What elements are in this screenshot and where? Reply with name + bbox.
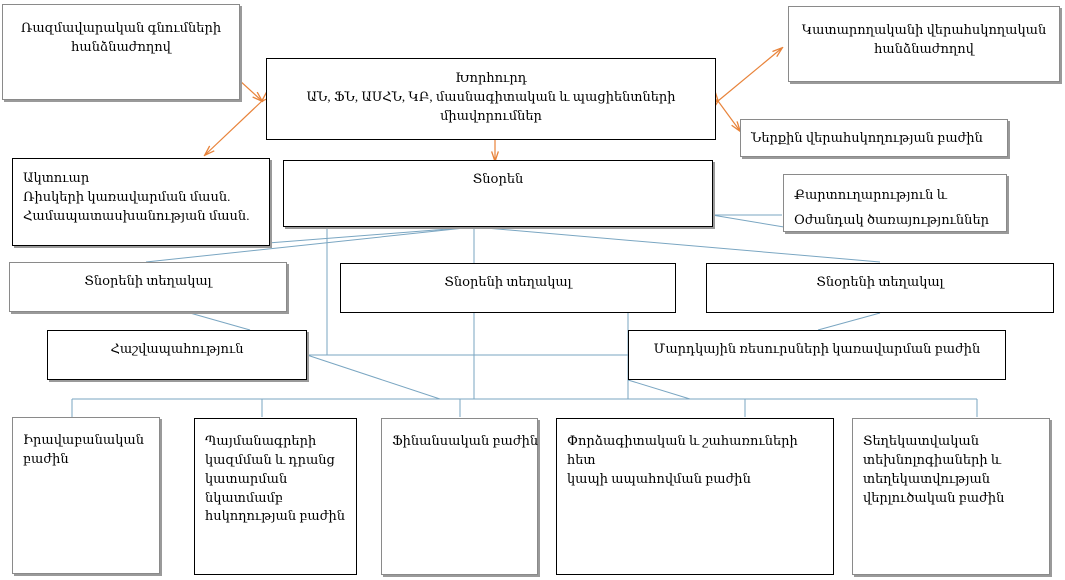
node-director[interactable]: Տնօրեն xyxy=(283,160,713,227)
node-line: Փորձագիտական և շահառուների հետ xyxy=(567,433,798,467)
node-line: Քարտուղարություն և xyxy=(794,187,947,202)
node-line: Ակտուար xyxy=(23,170,90,185)
node-legal-department[interactable]: Իրավաբանական բաժին xyxy=(12,417,160,574)
node-line: Ֆինանսական բաժին xyxy=(392,433,539,448)
node-line: Կատարողականի վերահսկողական xyxy=(801,22,1047,37)
node-line: Պայմանագրերի xyxy=(205,433,317,448)
node-line: Տնօրենի տեղակալ xyxy=(816,274,944,289)
node-line: Համապատասխանության մասն. xyxy=(23,207,250,223)
node-line: Տեղեկատվական xyxy=(863,433,979,448)
node-contracts-department[interactable]: Պայմանագրերի կազմման և դրանց կատարման նկ… xyxy=(194,418,357,575)
node-line: Օժանդակ ծառայություններ xyxy=(794,211,989,227)
node-line: Ներքին վերահսկողության բաժին xyxy=(751,130,983,145)
node-line: բաժին xyxy=(23,450,69,466)
node-council[interactable]: Խորհուրդ ԱՆ, ՖՆ, ԱՍՀՆ, ԿԲ, մասնագիտական … xyxy=(266,58,716,140)
link-director-secretariat xyxy=(711,214,791,229)
link-deputyright-hr xyxy=(817,312,881,331)
node-line: կատարման xyxy=(205,470,288,486)
link-actuary-director xyxy=(267,226,475,244)
node-line: հսկողության բաժին xyxy=(205,508,345,524)
node-line: տեղեկատվության xyxy=(863,470,991,486)
node-line: Ռիսկերի կառավարման մասն. xyxy=(23,188,231,204)
node-line: Տնօրենի տեղակալ xyxy=(84,273,212,288)
node-deputy-director-center[interactable]: Տնօրենի տեղակալ xyxy=(340,263,676,313)
node-line: հանձնաժողով xyxy=(874,40,974,56)
arrow-council-to-performance-committee xyxy=(718,48,782,101)
link-deputyleft-accounting xyxy=(189,312,251,331)
node-internal-audit[interactable]: Ներքին վերահսկողության բաժին xyxy=(740,119,1008,157)
node-line: վերլուծական բաժին xyxy=(863,489,1005,505)
node-line: Իրավաբանական xyxy=(23,432,144,447)
node-hr-management[interactable]: Մարդկային ռեսուրսների կառավարման բաժին xyxy=(628,330,1006,380)
node-line: Մարդկային ռեսուրսների կառավարման բաժին xyxy=(653,341,981,356)
node-actuary[interactable]: Ակտուար Ռիսկերի կառավարման մասն. Համապատ… xyxy=(12,158,270,246)
node-line: Տնօրեն xyxy=(472,171,524,186)
node-line: տեխնոլոգիաների և xyxy=(863,451,1002,467)
node-line: Խորհուրդ xyxy=(455,70,527,85)
node-deputy-director-right[interactable]: Տնօրենի տեղակալ xyxy=(706,263,1054,313)
node-performance-committee[interactable]: Կատարողականի վերահսկողական հանձնաժողով xyxy=(788,6,1060,82)
arrow-council-to-internal-audit xyxy=(718,101,740,131)
node-deputy-director-left[interactable]: Տնօրենի տեղակալ xyxy=(9,262,287,312)
link-accounting-rail xyxy=(306,354,441,400)
node-line: Հաշվապահություն xyxy=(110,341,244,356)
node-secretariat[interactable]: Քարտուղարություն և Օժանդակ ծառայությունն… xyxy=(783,174,1007,232)
node-line: Տնօրենի տեղակալ xyxy=(444,274,572,289)
link-hr-rail xyxy=(627,379,691,400)
node-expertise-department[interactable]: Փորձագիտական և շահառուների հետ կապի ապահ… xyxy=(556,418,834,575)
node-strategic-procurement-committee[interactable]: Ռազմավարական գնումների հանձնաժողով xyxy=(2,4,240,100)
node-finance-department[interactable]: Ֆինանսական բաժին xyxy=(381,418,538,575)
arrow-council-to-actuary xyxy=(205,101,262,155)
node-line: նկատմամբ xyxy=(205,489,283,505)
node-line: Ռազմավարական գնումների xyxy=(20,20,222,35)
node-line: հանձնաժողով xyxy=(71,38,171,54)
node-accounting[interactable]: Հաշվապահություն xyxy=(47,330,307,380)
node-line: միավորումներ xyxy=(440,107,542,123)
node-line: կազմման և դրանց xyxy=(205,451,335,467)
node-line: կապի ապահովման բաժին xyxy=(567,470,751,486)
node-line: ԱՆ, ՖՆ, ԱՍՀՆ, ԿԲ, մասնագիտական և պացիենտ… xyxy=(306,88,676,104)
node-it-department[interactable]: Տեղեկատվական տեխնոլոգիաների և տեղեկատվու… xyxy=(852,418,1050,575)
